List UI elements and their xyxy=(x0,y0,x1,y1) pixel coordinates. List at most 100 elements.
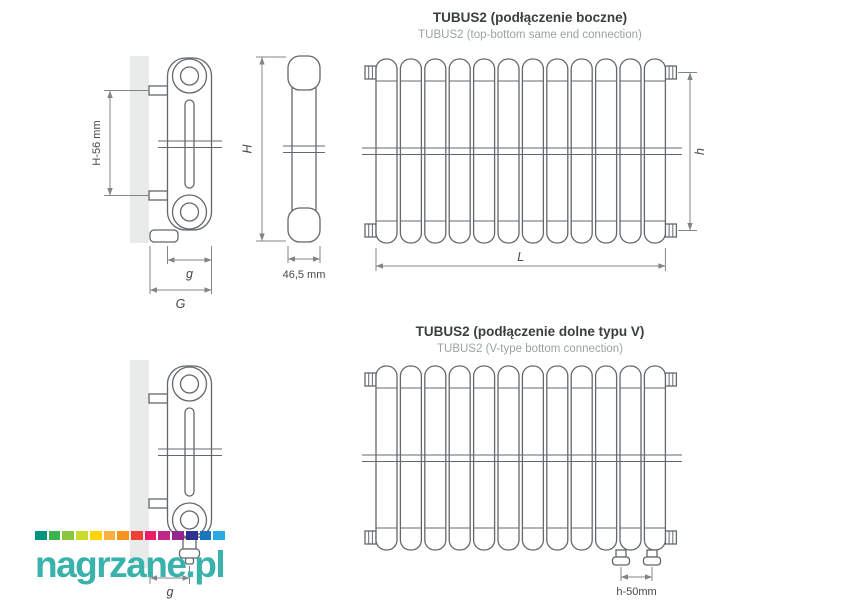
dim-h56: H-56 mm xyxy=(91,90,149,196)
connection-stub xyxy=(664,530,678,545)
pipe-foot xyxy=(149,229,179,243)
radiator-column xyxy=(546,365,569,551)
dim-h-top: h xyxy=(678,72,707,231)
logo-color-chip xyxy=(76,531,88,540)
connection-stub xyxy=(664,372,678,387)
radiator-column xyxy=(448,58,471,244)
logo-color-chip xyxy=(185,531,198,540)
wall xyxy=(130,360,149,568)
radiator-column xyxy=(570,365,593,551)
logo-color-chip xyxy=(213,531,226,540)
radiator-column xyxy=(448,365,471,551)
top-diagram: TUBUS2 (podłączenie boczne) TUBUS2 (top-… xyxy=(91,10,707,311)
top-collector-inner xyxy=(179,66,200,86)
logo-color-chip xyxy=(62,531,75,540)
top-collector-inner xyxy=(179,374,200,394)
v-valve-nut xyxy=(611,556,631,566)
logo-color-chip xyxy=(117,531,130,540)
logo: nagrzane.pl xyxy=(35,531,226,587)
top-title: TUBUS2 (podłączenie boczne) xyxy=(433,10,627,25)
logo-color-chip xyxy=(89,531,102,540)
wall-bracket-bottom xyxy=(148,190,169,201)
logo-color-chip xyxy=(158,531,171,540)
radiator-column xyxy=(399,365,423,551)
logo-color-chip xyxy=(172,531,184,540)
logo-color-strip xyxy=(35,531,226,540)
dim-label-g: g xyxy=(186,267,193,281)
radiator-column xyxy=(472,58,496,244)
dim-h50: h-50mm xyxy=(616,567,657,598)
radiator-column xyxy=(424,58,447,244)
v-valve-nut xyxy=(642,556,662,566)
radiator-column xyxy=(594,58,618,244)
logo-color-chip xyxy=(144,531,157,540)
profile-tube xyxy=(291,77,317,225)
connection-stub xyxy=(364,372,377,387)
dim-H: H xyxy=(241,56,286,242)
logo-color-chip xyxy=(48,531,61,540)
radiator-column xyxy=(521,58,545,244)
dim-depth: 46,5 mm xyxy=(283,246,326,281)
wall xyxy=(130,56,149,243)
radiator-column xyxy=(619,365,642,551)
logo-color-chip xyxy=(35,531,47,540)
radiator-column xyxy=(619,58,642,244)
dim-label-h: h xyxy=(693,148,707,155)
wall-bracket-top xyxy=(148,393,169,404)
radiator-column xyxy=(643,365,667,551)
radiator-column xyxy=(546,58,569,244)
dim-label-g-bottom: g xyxy=(167,585,174,599)
side-tube-slot xyxy=(184,99,195,189)
dim-L: L xyxy=(375,248,666,271)
radiator-column xyxy=(472,365,496,551)
dim-label-L: L xyxy=(517,250,524,264)
wall-bracket-bottom xyxy=(148,498,169,509)
radiator-column xyxy=(643,58,667,244)
radiator-column xyxy=(399,58,423,244)
top-side-view xyxy=(130,56,222,243)
connection-stub xyxy=(664,223,678,238)
bottom-diagram: TUBUS2 (podłączenie dolne typu V) TUBUS2… xyxy=(130,324,682,599)
dim-label-h56: H-56 mm xyxy=(91,120,103,165)
logo-color-chip xyxy=(103,531,116,540)
wall-bracket-top xyxy=(148,85,169,96)
connection-stub xyxy=(664,65,678,80)
v-valve-stem xyxy=(615,549,627,558)
logo-text: nagrzane.pl xyxy=(35,544,226,585)
radiator-column xyxy=(375,58,398,244)
profile-top-header xyxy=(287,55,321,91)
radiator-column xyxy=(497,58,520,244)
dim-g-top: g xyxy=(167,246,212,294)
dim-G-top: G xyxy=(149,246,212,311)
dim-label-H: H xyxy=(241,144,255,154)
dim-label-h50: h-50mm xyxy=(616,586,656,598)
side-tube-slot xyxy=(184,407,195,497)
bottom-title: TUBUS2 (podłączenie dolne typu V) xyxy=(416,324,645,339)
top-front-view xyxy=(362,58,682,244)
bottom-side-view xyxy=(130,360,222,568)
bottom-front-view xyxy=(362,365,682,566)
profile-bottom-header xyxy=(287,207,321,243)
radiator-column xyxy=(497,365,520,551)
dim-label-G: G xyxy=(176,297,186,311)
radiator-column xyxy=(424,365,447,551)
connection-stub xyxy=(364,223,377,238)
dim-label-depth: 46,5 mm xyxy=(283,269,326,281)
dim-g-bottom: g xyxy=(149,566,190,599)
logo-color-chip xyxy=(131,531,143,540)
connection-stub xyxy=(364,530,377,545)
radiator-column xyxy=(594,365,618,551)
bottom-valve-tip xyxy=(184,557,195,565)
v-valve-stem xyxy=(646,549,658,558)
logo-color-chip xyxy=(199,531,212,540)
radiator-column xyxy=(570,58,593,244)
top-subtitle: TUBUS2 (top-bottom same end connection) xyxy=(418,29,642,41)
radiator-column xyxy=(521,365,545,551)
bottom-collector-inner xyxy=(179,202,200,222)
bottom-collector-inner xyxy=(179,510,200,530)
bottom-subtitle: TUBUS2 (V-type bottom connection) xyxy=(437,343,623,355)
radiator-column xyxy=(375,365,398,551)
top-profile-view xyxy=(283,55,325,243)
